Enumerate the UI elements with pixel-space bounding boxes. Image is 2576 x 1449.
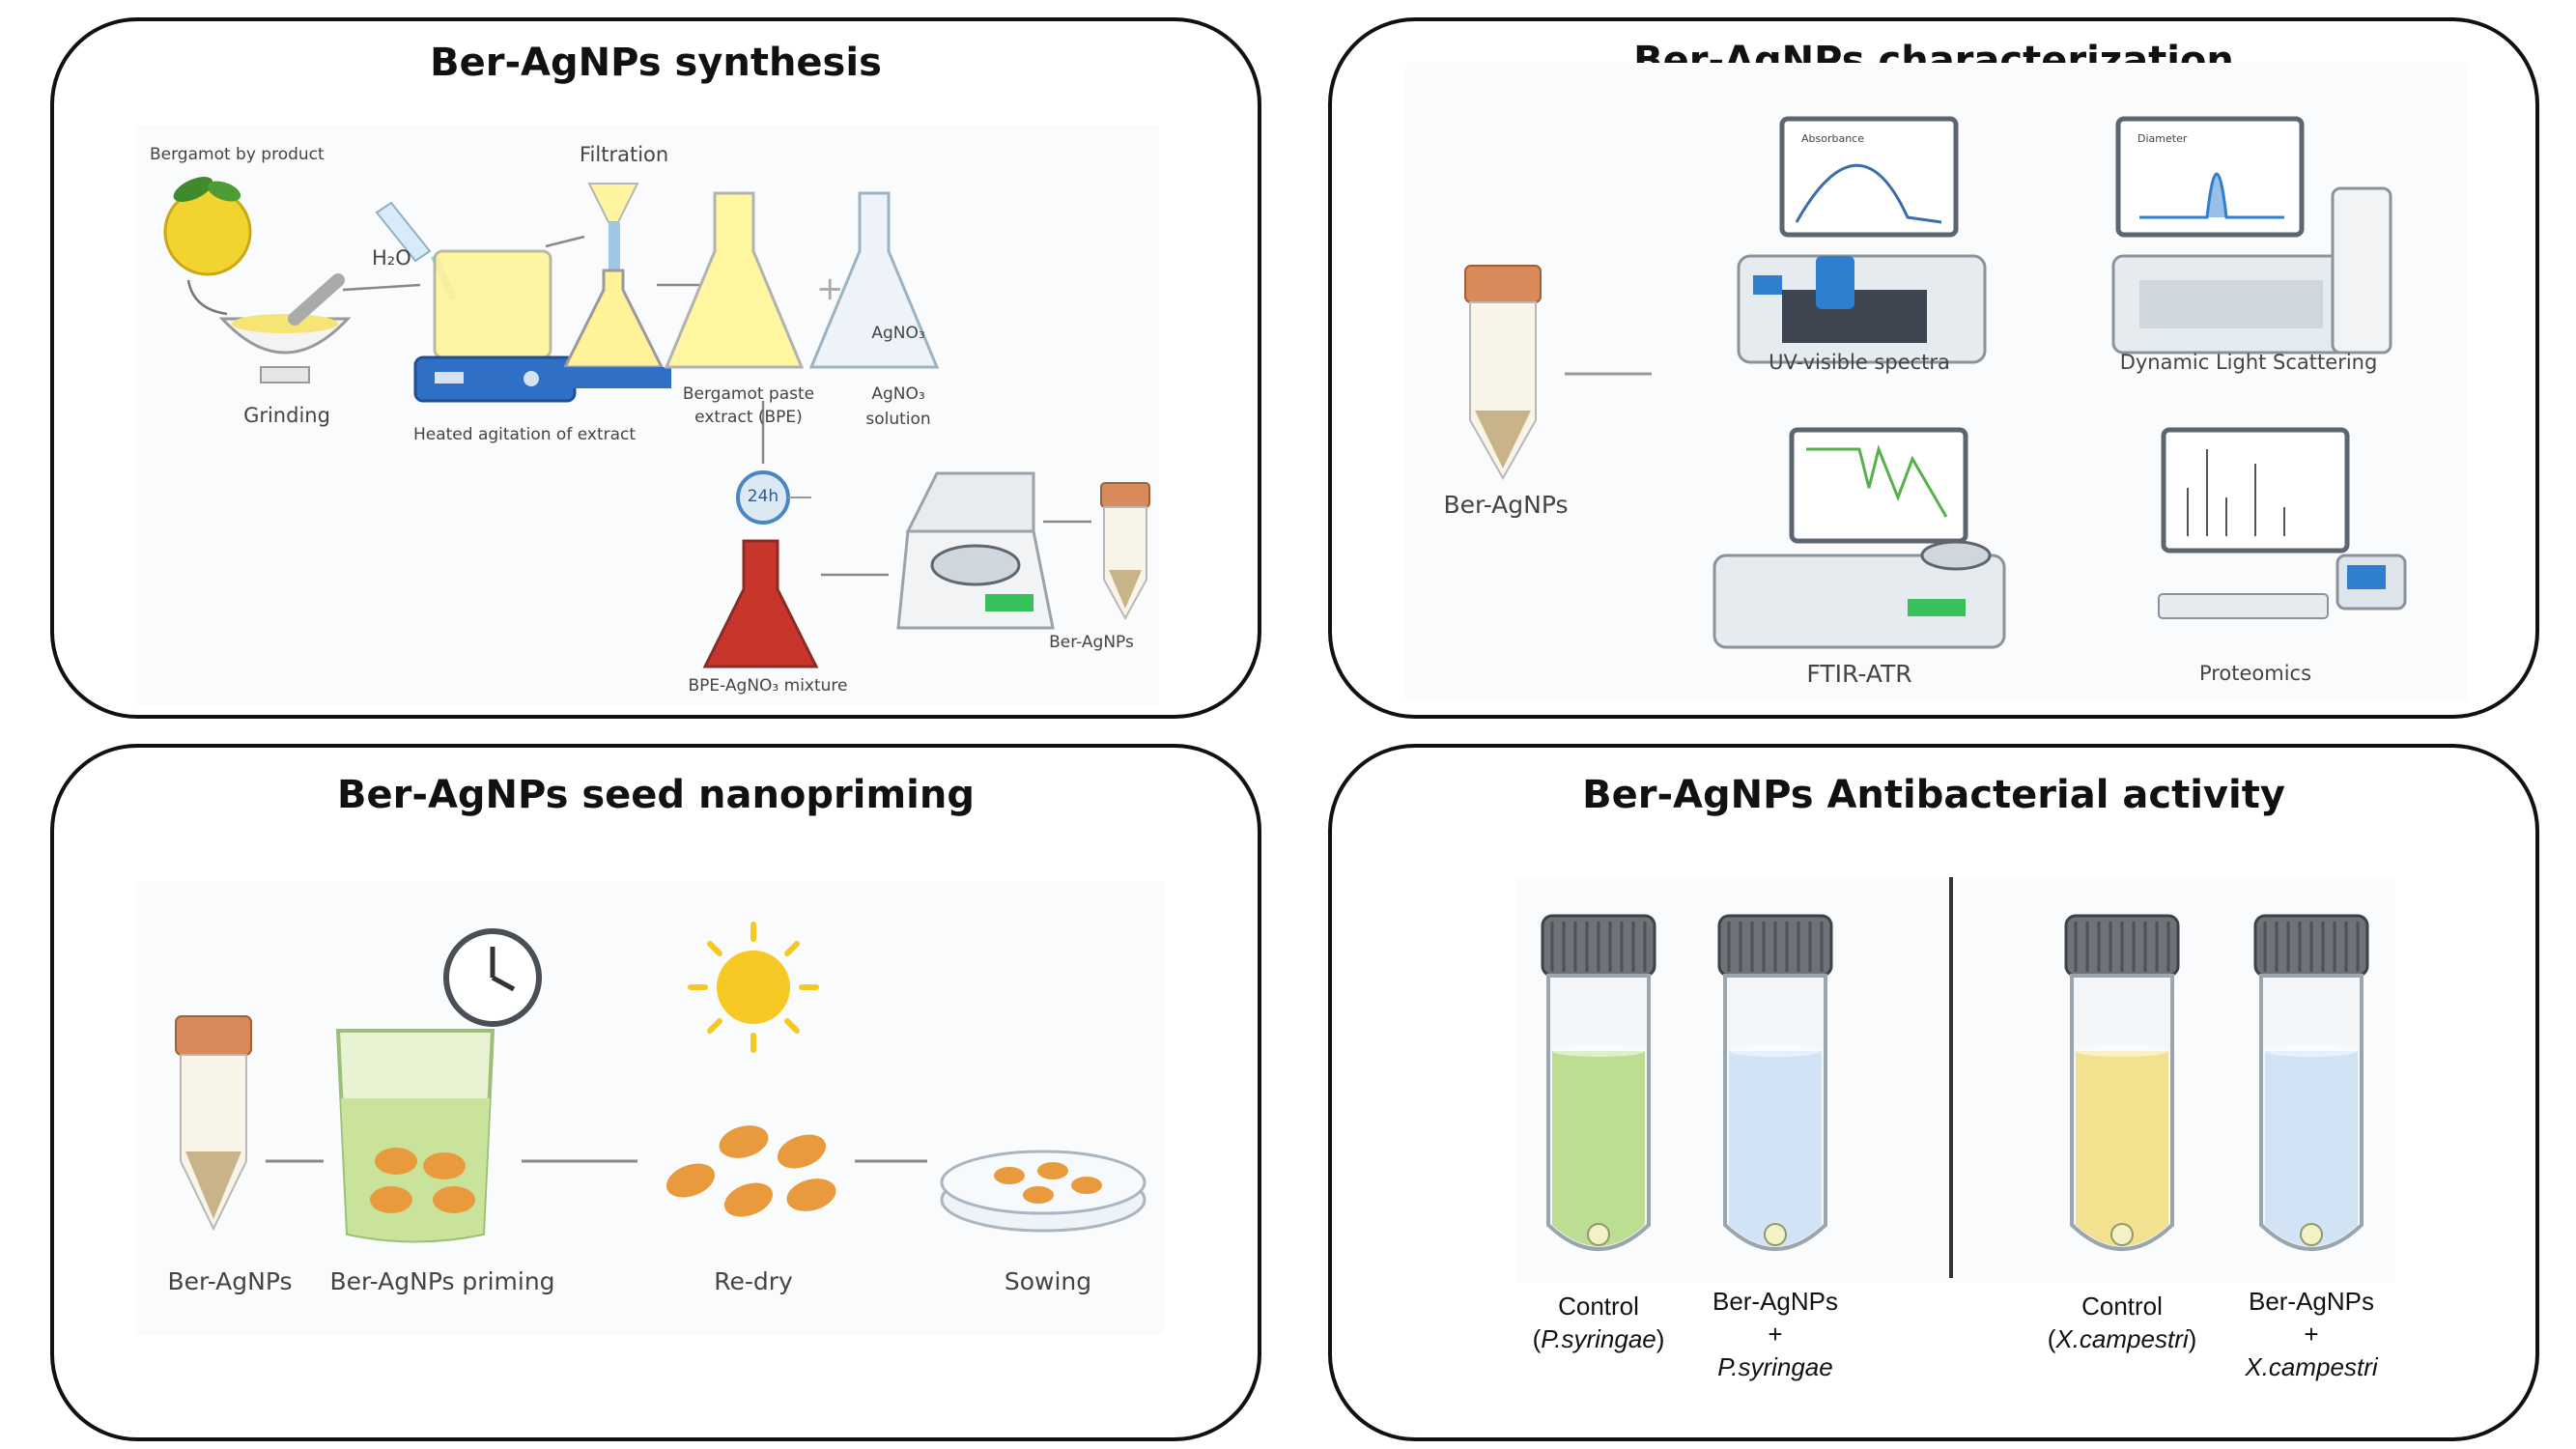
tube-label-3-line1: Control: [2081, 1292, 2163, 1321]
tube-label-4: Ber-AgNPs + X.campestri: [2245, 1285, 2377, 1383]
tube-label-1: Control (P.syringae): [1533, 1290, 1665, 1355]
label-timer: 24h: [747, 487, 779, 506]
synthesis-illustration: + Bergamot by product H₂O: [135, 126, 1159, 705]
hotplate-beaker-icon: [375, 201, 577, 403]
label-heated: Heated agitation of extract: [412, 425, 637, 444]
mortar-icon: [218, 273, 352, 384]
label-uv: UV-visible spectra: [1769, 351, 1950, 374]
panel-title-synthesis: Ber-AgNPs synthesis: [430, 41, 882, 85]
tube-label-4-line3: X.campestri: [2245, 1352, 2378, 1381]
label-sowing: Sowing: [1004, 1267, 1092, 1295]
mixture-flask-icon: [702, 539, 819, 668]
priming-illustration: Ber-AgNPs Ber-AgNPs priming Re-dry Sowin…: [135, 881, 1164, 1335]
tube-label-4-line2: +: [2304, 1320, 2319, 1349]
arrow-icon: [342, 283, 421, 292]
tube-label-2-line2: +: [1768, 1320, 1783, 1349]
tube-label-2-line3: P.syringae: [1717, 1352, 1833, 1381]
synthesis-art: +: [163, 177, 1150, 668]
tube-label-2-line1: Ber-AgNPs: [1712, 1287, 1839, 1316]
sample-tube-icon: [1464, 265, 1542, 481]
label-filtration: Filtration: [580, 143, 669, 166]
ftir-instrument-icon: [1713, 427, 2006, 649]
label-redry: Re-dry: [714, 1267, 793, 1295]
label-bpe-2: extract (BPE): [694, 408, 803, 427]
test-tube-icon: [2064, 914, 2180, 1251]
label-np: Ber-AgNPs: [167, 1267, 293, 1295]
proteomics-computer-icon: [2158, 427, 2407, 619]
dls-instrument-icon: [2111, 116, 2392, 355]
tube-label-2: Ber-AgNPs + P.syringae: [1713, 1285, 1838, 1383]
bergamot-fruit-icon: [163, 177, 252, 276]
label-uv-screen: Absorbance: [1801, 132, 1865, 145]
timer-icon: [736, 470, 811, 525]
sun-icon: [688, 922, 819, 1053]
test-tube-icon: [2253, 914, 2369, 1251]
label-bpe-1: Bergamot paste: [682, 384, 815, 404]
arrow-icon: [545, 235, 585, 248]
ber-agnps-tube-icon: [1100, 482, 1150, 621]
label-proteomics: Proteomics: [2198, 662, 2312, 685]
np-tube-icon: [175, 1015, 252, 1232]
label-priming: Ber-AgNPs priming: [329, 1267, 555, 1295]
dried-seeds-icon: [665, 1125, 836, 1217]
label-grinding: Grinding: [243, 404, 330, 427]
centrifuge-icon: [896, 471, 1055, 630]
tube-label-1-line2: (P.syringae): [1532, 1324, 1665, 1353]
tube-label-4-line1: Ber-AgNPs: [2248, 1287, 2375, 1316]
label-mixture: BPE-AgNO₃ mixture: [688, 676, 848, 696]
label-dls: Dynamic Light Scattering: [2119, 351, 2378, 374]
test-tube-icon: [1541, 914, 1656, 1251]
label-agno3-flask: AgNO₃: [871, 324, 925, 343]
tube-label-1-line1: Control: [1558, 1292, 1639, 1321]
label-product: Ber-AgNPs: [1049, 633, 1134, 652]
tube-label-3-line2: (X.campestri): [2047, 1324, 2197, 1353]
agno3-flask-icon: [808, 191, 940, 369]
petri-dish-icon: [940, 1150, 1146, 1233]
uv-spectrometer-icon: [1737, 116, 1987, 364]
label-dls-screen: Diameter: [2137, 132, 2188, 145]
antibacterial-illustration: [1516, 877, 2395, 1283]
priming-beaker-icon: [335, 1029, 495, 1243]
panel-title-antibacterial: Ber-AgNPs Antibacterial activity: [1582, 773, 2285, 817]
characterization-illustration: Absorbance Diameter Ber-AgNPs UV-visible…: [1405, 63, 2468, 700]
test-tube-icon: [1717, 914, 1833, 1251]
label-sample: Ber-AgNPs: [1443, 491, 1569, 519]
clock-icon: [443, 928, 542, 1027]
panel-title-priming: Ber-AgNPs seed nanopriming: [337, 773, 975, 817]
label-agno3-2: solution: [865, 410, 931, 429]
characterization-art: [1464, 116, 2407, 649]
bpe-flask-icon: [664, 191, 805, 369]
label-h2o: H₂O: [372, 246, 411, 270]
label-agno3-1: AgNO₃: [871, 384, 925, 404]
label-ftir: FTIR-ATR: [1806, 660, 1912, 688]
priming-art: [175, 922, 1146, 1243]
label-bergamot: Bergamot by product: [150, 145, 325, 164]
filtration-flask-icon: [560, 183, 671, 388]
tube-label-3: Control (X.campestri): [2048, 1290, 2197, 1355]
arrow-icon: [186, 279, 228, 316]
antibacterial-art: [1541, 877, 2369, 1278]
